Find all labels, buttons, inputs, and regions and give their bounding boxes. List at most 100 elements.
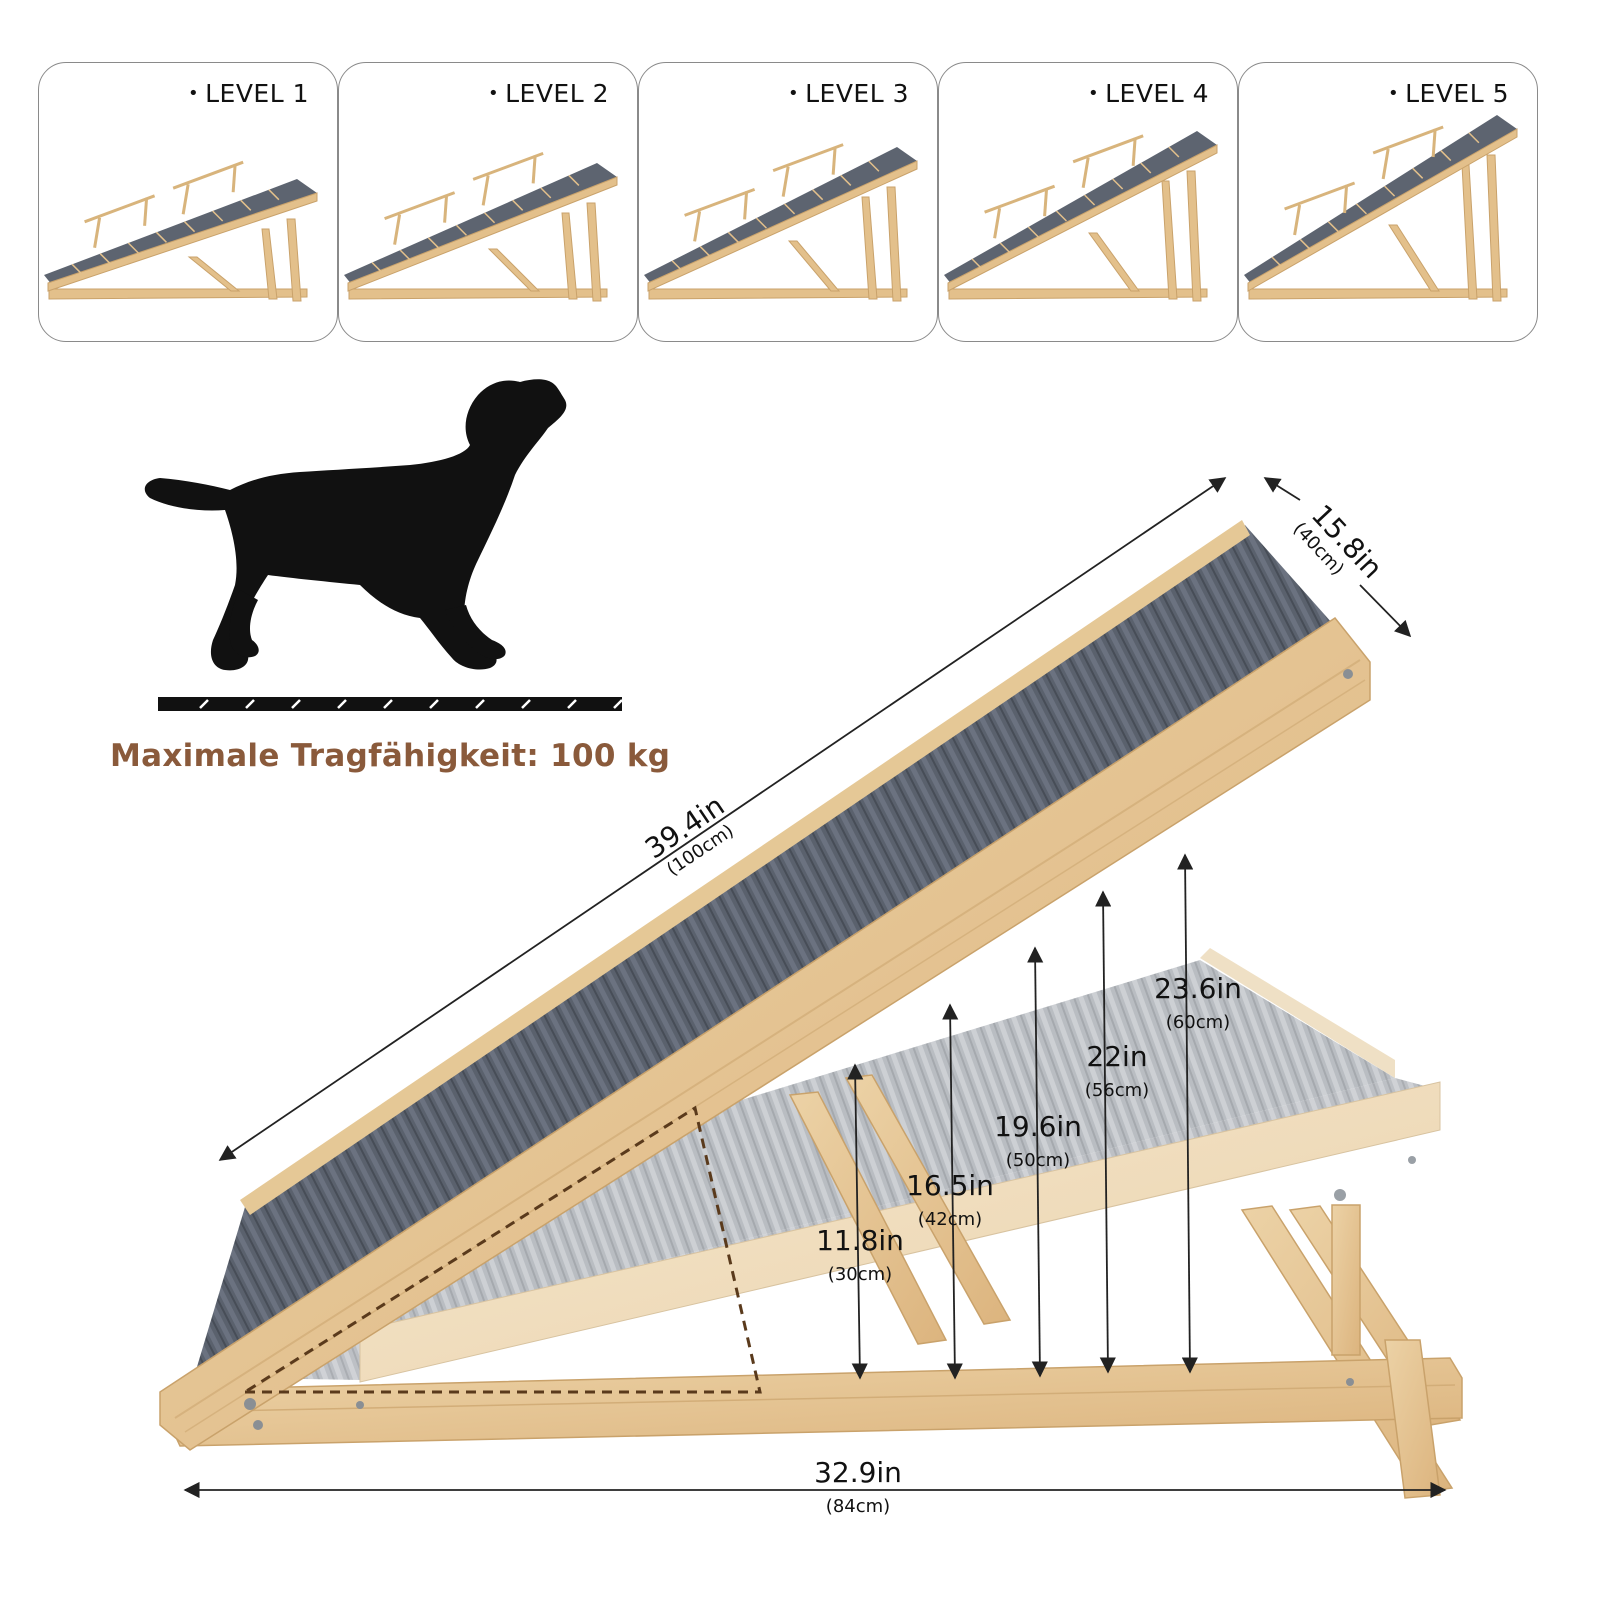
thumb-handle (993, 207, 1002, 239)
thumb-rail (647, 160, 918, 292)
height-arrow-3 (1027, 946, 1048, 1378)
thumb-handle (1293, 204, 1302, 236)
thumb-slat (840, 174, 852, 186)
thumb-deck (644, 147, 917, 285)
thumb-slat (1440, 150, 1452, 162)
width-arrow-bottom (1359, 584, 1412, 638)
thumb-base (1248, 288, 1508, 300)
thumb-slat (1412, 167, 1424, 179)
thumb-handle (1431, 128, 1437, 158)
level-label: •LEVEL 4 (1087, 79, 1209, 108)
thumb-leg (1186, 170, 1202, 302)
svg-text:11.8in: 11.8in (816, 1224, 904, 1257)
height-label-5: 23.6in (60cm) (1154, 972, 1242, 1033)
level-card-2: •LEVEL 2 (338, 62, 638, 342)
thumb-slat (1355, 203, 1367, 215)
thumb-deck (944, 131, 1217, 285)
height-arrow-1 (847, 1063, 868, 1380)
thumb-handle (443, 194, 449, 223)
svg-text:32.9in: 32.9in (814, 1456, 902, 1489)
thumb-deck (44, 179, 317, 285)
dog-silhouette-icon (144, 379, 567, 671)
thumb-slat (540, 187, 552, 199)
thumb-handle (84, 194, 156, 224)
thumb-handle (1284, 181, 1356, 211)
ramp-thumbnail-icon (1244, 115, 1518, 302)
level-label: •LEVEL 1 (187, 79, 309, 108)
thumb-leg (1486, 154, 1502, 302)
thumb-leg (861, 196, 878, 300)
thumb-slat (568, 174, 580, 186)
thumb-base (48, 288, 308, 300)
level-label: •LEVEL 2 (487, 79, 609, 108)
ramp-thumbnail-icon (344, 151, 618, 302)
thumb-handle (181, 183, 190, 215)
height-label-1: 11.8in (30cm) (816, 1224, 904, 1285)
thumb-handle (1381, 148, 1390, 180)
level-card-1: •LEVEL 1 (38, 62, 338, 342)
thumb-slat (727, 231, 739, 243)
svg-text:(50cm): (50cm) (1006, 1150, 1070, 1171)
thumb-slat (71, 263, 83, 275)
level-label: •LEVEL 5 (1387, 79, 1509, 108)
thumb-slat (184, 221, 196, 233)
thumb-leg (886, 186, 902, 302)
thumb-leg (261, 228, 278, 300)
thumb-handle (481, 175, 490, 206)
thumb-leg (586, 202, 602, 302)
thumb-base (648, 288, 908, 300)
thumb-handle (684, 187, 756, 217)
ground-tick (199, 699, 209, 709)
height-label-4: 22in (56cm) (1085, 1040, 1149, 1101)
thumb-rail (47, 192, 318, 292)
thumb-slat (427, 237, 439, 249)
thumb-handle (693, 211, 702, 242)
thumb-handle (772, 143, 844, 173)
thumb-slat (1327, 221, 1339, 233)
thumb-slat (212, 210, 224, 222)
svg-text:19.6in: 19.6in (994, 1110, 1082, 1143)
thumb-slat (512, 199, 524, 211)
thumb-leg (286, 218, 302, 302)
thumb-base (348, 288, 608, 300)
thumb-leg (561, 212, 578, 300)
thumb-slat (671, 260, 683, 272)
dimension-arrows (183, 477, 1447, 1499)
level-card-4: •LEVEL 4 (938, 62, 1238, 342)
thumb-handle (1131, 137, 1137, 166)
svg-text:(30cm): (30cm) (828, 1264, 892, 1285)
thumb-handle (384, 191, 456, 221)
height-arrow-4 (1095, 890, 1116, 1374)
thumb-handle (172, 160, 244, 190)
thumb-handle (1343, 184, 1349, 214)
thumb-slat (1140, 162, 1152, 174)
thumb-leg (1161, 180, 1178, 300)
width-label: 15.8in (40cm) (1289, 498, 1389, 585)
thumb-handle (531, 155, 537, 184)
thumb-leg (187, 256, 241, 292)
height-label-3: 19.6in (50cm) (994, 1110, 1082, 1171)
thumb-slat (812, 189, 824, 201)
thumb-slat (1112, 178, 1124, 190)
svg-text:23.6in: 23.6in (1154, 972, 1242, 1005)
length-label: 39.4in (100cm) (639, 789, 738, 880)
thumb-slat (699, 246, 711, 258)
thumb-slat (484, 212, 496, 224)
thumb-slat (155, 231, 167, 243)
thumb-handle (143, 197, 149, 226)
ground-line-icon (158, 697, 623, 711)
level-thumbnails: •LEVEL 1 •LEVEL 2 •LEVEL 3 •LEVEL 4 •LEV… (38, 62, 1578, 342)
svg-text:(60cm): (60cm) (1166, 1012, 1230, 1033)
length-arrow (218, 477, 1227, 1161)
width-arrow-top (1263, 477, 1301, 501)
thumb-handle (1072, 134, 1144, 164)
thumb-slat (999, 242, 1011, 254)
thumb-leg (787, 240, 841, 292)
thumb-leg (487, 248, 541, 292)
thumb-slat (1384, 185, 1396, 197)
thumb-handle (831, 146, 837, 175)
thumb-slat (455, 224, 467, 236)
thumb-handle (743, 191, 749, 220)
base-label: 32.9in (84cm) (814, 1456, 902, 1517)
